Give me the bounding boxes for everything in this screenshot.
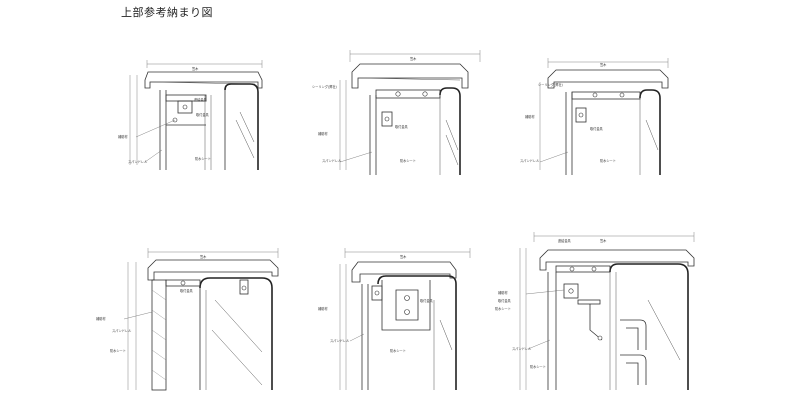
svg-text:取付金具: 取付金具 [180,288,194,293]
svg-text:補助材: 補助材 [525,114,535,119]
detail-4: 笠木 取付金具 補助材 スパンドレル 防水シート [96,248,279,391]
svg-text:シーリング(弊社): シーリング(弊社) [538,82,563,87]
svg-text:スパンドレル: スパンドレル [520,158,540,163]
svg-text:笠木: 笠木 [200,254,207,259]
svg-text:防水シート: 防水シート [400,158,416,163]
svg-text:補助材: 補助材 [498,290,508,295]
svg-text:取付金具: 取付金具 [395,124,409,129]
detail-6: 連結金具 笠木 補助材 取付金具 防水シート スパンドレル 防水シート [495,232,695,390]
detail-1: 笠木 連結金具 取付金具 補助材 スパンドレル 防水シート [118,60,263,170]
svg-text:取付金具: 取付金具 [420,298,434,303]
svg-text:防水シート: 防水シート [495,306,511,311]
svg-text:取付金具: 取付金具 [590,126,604,131]
svg-text:防水シート: 防水シート [110,348,126,353]
svg-text:笠木: 笠木 [600,62,607,67]
detail-2: シーリング(弊社) 笠木 取付金具 補助材 スパンドレル 防水シート [312,50,481,175]
svg-text:防水シート: 防水シート [600,158,616,163]
svg-text:スパンドレル: スパンドレル [512,346,532,351]
detail-3: シーリング(弊社) 笠木 補助材 取付金具 スパンドレル 防水シート [520,58,669,175]
svg-text:笠木: 笠木 [600,238,607,243]
page-title: 上部参考納まり図 [121,6,213,19]
svg-text:連結金具: 連結金具 [558,238,572,243]
svg-text:防水シート: 防水シート [390,348,406,353]
svg-text:補助材: 補助材 [318,306,328,311]
svg-text:連結金具: 連結金具 [194,97,208,102]
svg-text:補助材: 補助材 [118,134,128,139]
svg-text:笠木: 笠木 [400,254,407,259]
svg-text:シーリング(弊社): シーリング(弊社) [312,84,337,89]
svg-text:スパンドレル: スパンドレル [322,158,342,163]
svg-text:スパンドレル: スパンドレル [330,338,350,343]
svg-text:スパンドレル: スパンドレル [112,328,132,333]
svg-text:防水シート: 防水シート [195,156,211,161]
svg-text:防水シート: 防水シート [530,364,546,369]
detail-5: 笠木 取付金具 補助材 スパンドレル 防水シート [318,248,471,390]
svg-text:笠木: 笠木 [410,56,417,61]
svg-text:笠木: 笠木 [192,66,199,71]
svg-text:補助材: 補助材 [96,316,106,321]
svg-text:取付金具: 取付金具 [196,112,210,117]
svg-text:補助材: 補助材 [318,131,328,136]
svg-text:取付金具: 取付金具 [498,298,512,303]
svg-text:スパンドレル: スパンドレル [128,159,148,164]
